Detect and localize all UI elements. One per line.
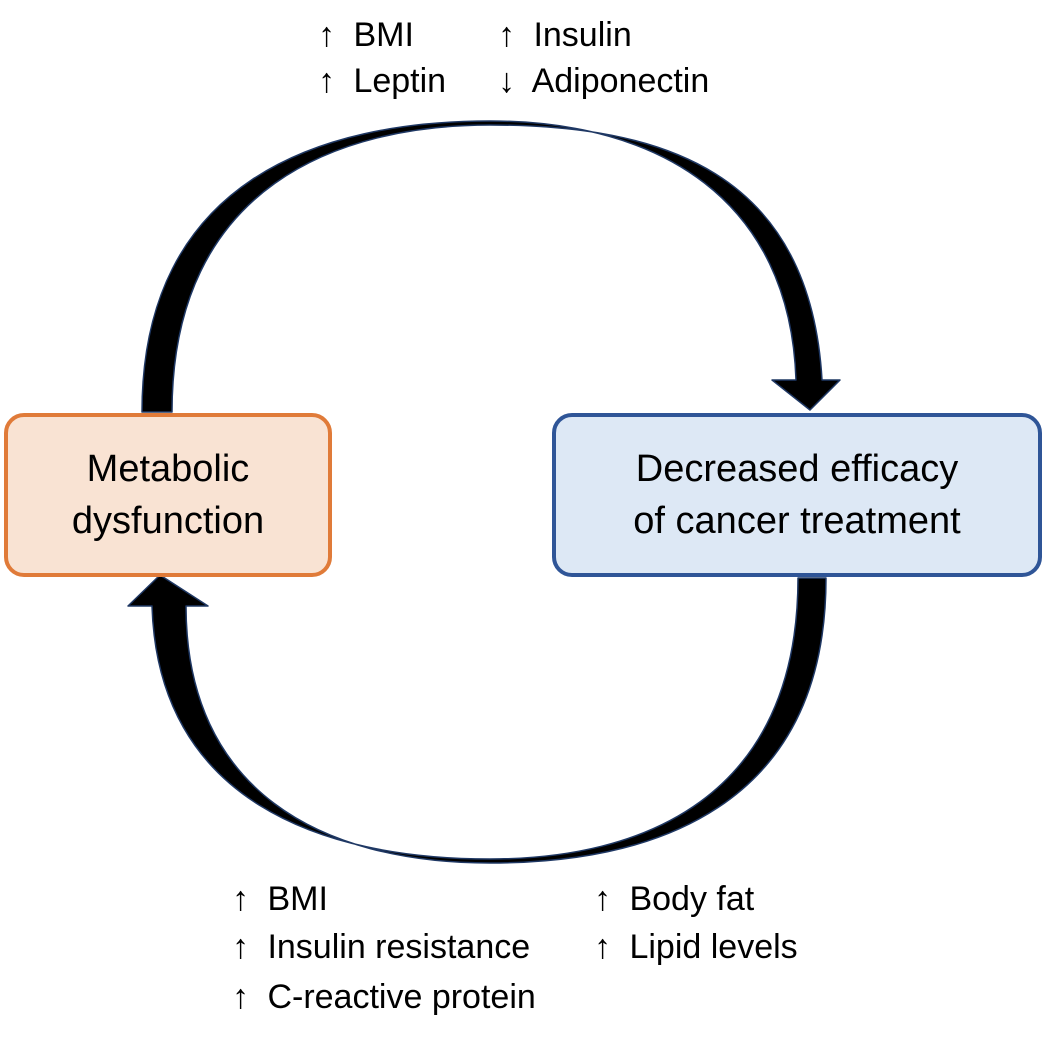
efficacy-line-1: Decreased efficacy (635, 448, 959, 490)
bottom-factor-lipid-levels: ↑ Lipid levels (594, 924, 798, 970)
factor-label: Adiponectin (531, 62, 710, 100)
arc-top-arrow (141, 120, 841, 413)
top-factor-bmi: ↑ BMI (318, 12, 414, 58)
bottom-factor-bmi: ↑ BMI (232, 876, 328, 922)
efficacy-line-2: of cancer treatment (633, 500, 961, 542)
up-arrow-icon: ↑ (318, 16, 335, 54)
up-arrow-icon: ↑ (232, 978, 249, 1016)
decreased-efficacy-box: Decreased efficacy of cancer treatment (552, 413, 1042, 577)
top-factor-leptin: ↑ Leptin (318, 58, 446, 104)
up-arrow-icon: ↑ (594, 928, 611, 966)
up-arrow-icon: ↑ (318, 62, 335, 100)
factor-label: Leptin (353, 62, 447, 100)
bottom-factor-body-fat: ↑ Body fat (594, 876, 754, 922)
factor-label: BMI (353, 16, 414, 54)
up-arrow-icon: ↑ (232, 880, 249, 918)
factor-label: C-reactive protein (267, 978, 536, 1016)
factor-label: Insulin (533, 16, 632, 54)
bottom-factor-insulin-resistance: ↑ Insulin resistance (232, 924, 530, 970)
bottom-factor-c-reactive-protein: ↑ C-reactive protein (232, 974, 536, 1020)
metabolic-line-2: dysfunction (71, 500, 265, 542)
factor-label: BMI (267, 880, 328, 918)
top-factor-insulin: ↑ Insulin (498, 12, 632, 58)
factor-label: Insulin resistance (267, 928, 531, 966)
factor-label: Lipid levels (629, 928, 798, 966)
up-arrow-icon: ↑ (594, 880, 611, 918)
factor-label: Body fat (629, 880, 755, 918)
metabolic-line-1: Metabolic (86, 448, 250, 490)
down-arrow-icon: ↓ (498, 62, 515, 100)
up-arrow-icon: ↑ (232, 928, 249, 966)
arc-bottom-arrow (127, 574, 827, 864)
top-factor-adiponectin: ↓ Adiponectin (498, 58, 709, 104)
up-arrow-icon: ↑ (498, 16, 515, 54)
metabolic-dysfunction-box: Metabolic dysfunction (4, 413, 332, 577)
